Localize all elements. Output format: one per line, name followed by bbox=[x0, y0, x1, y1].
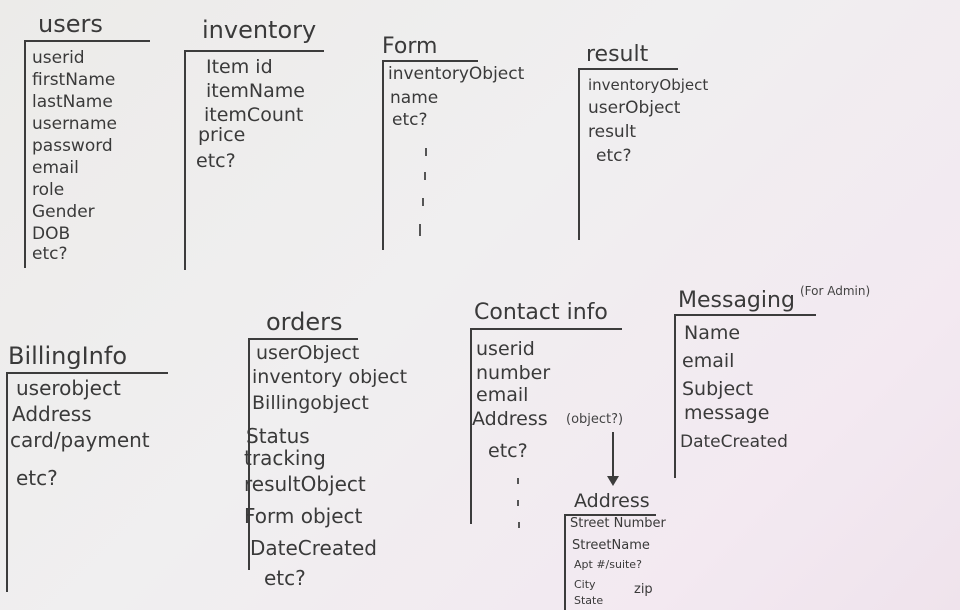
orders-underline bbox=[250, 338, 358, 340]
contact-info-field: number bbox=[476, 362, 551, 384]
users-divider bbox=[24, 40, 26, 268]
messaging-field: Name bbox=[684, 322, 741, 344]
messaging-underline bbox=[676, 314, 816, 316]
address-field-zip: zip bbox=[634, 582, 653, 597]
orders-field: inventory object bbox=[252, 366, 408, 388]
contact-info-underline bbox=[470, 328, 622, 330]
users-underline bbox=[26, 40, 150, 42]
form-underline bbox=[382, 60, 478, 62]
contact-continuation-mark bbox=[517, 478, 519, 484]
address-field: StreetName bbox=[572, 538, 650, 553]
result-field: userObject bbox=[588, 98, 681, 118]
billing-info-underline bbox=[8, 372, 168, 374]
contact-info-field: Address bbox=[472, 408, 548, 430]
messaging-field: message bbox=[684, 402, 770, 424]
orders-field: Form object bbox=[244, 504, 363, 528]
messaging-field: email bbox=[682, 350, 735, 372]
messaging-title-note: (For Admin) bbox=[800, 284, 871, 298]
billing-info-field: Address bbox=[12, 402, 92, 426]
contact-info-field: email bbox=[476, 384, 529, 406]
form-field: etc? bbox=[392, 110, 428, 130]
messaging-title: Messaging bbox=[678, 288, 795, 313]
billing-info-field: userobject bbox=[16, 376, 121, 400]
form-field: name bbox=[390, 88, 439, 108]
contact-address-note: (object?) bbox=[566, 412, 624, 427]
messaging-divider bbox=[674, 314, 676, 478]
users-field: email bbox=[32, 158, 79, 178]
address-reference-arrow bbox=[612, 432, 614, 476]
users-field: Gender bbox=[32, 202, 95, 222]
inventory-divider bbox=[184, 50, 186, 270]
orders-field: etc? bbox=[264, 566, 306, 590]
address-field: Apt #/suite? bbox=[574, 558, 642, 571]
messaging-field: Subject bbox=[682, 378, 754, 400]
inventory-field: Item id bbox=[206, 56, 273, 78]
contact-info-title: Contact info bbox=[474, 300, 608, 325]
inventory-field: itemName bbox=[206, 80, 305, 102]
address-field: City bbox=[574, 578, 596, 591]
result-title: result bbox=[586, 42, 649, 67]
result-field: result bbox=[588, 122, 637, 142]
orders-divider bbox=[248, 338, 250, 570]
users-field: userid bbox=[32, 48, 85, 68]
inventory-field: etc? bbox=[196, 150, 236, 172]
form-field: inventoryObject bbox=[388, 64, 525, 84]
users-field: password bbox=[32, 136, 113, 156]
orders-field: tracking bbox=[244, 446, 326, 470]
form-continuation-mark bbox=[425, 148, 427, 156]
result-underline bbox=[580, 68, 678, 70]
contact-continuation-mark bbox=[517, 500, 519, 506]
address-divider bbox=[564, 514, 566, 610]
contact-info-field: userid bbox=[476, 338, 535, 360]
form-continuation-mark bbox=[419, 224, 421, 236]
result-field: inventoryObject bbox=[588, 76, 709, 94]
orders-field: Status bbox=[246, 424, 310, 448]
inventory-underline bbox=[186, 50, 324, 52]
users-field: etc? bbox=[32, 244, 68, 264]
inventory-title: inventory bbox=[202, 16, 317, 44]
users-field: DOB bbox=[32, 224, 71, 244]
orders-field: DateCreated bbox=[250, 536, 377, 560]
contact-info-divider bbox=[470, 328, 472, 524]
billing-info-title: BillingInfo bbox=[8, 342, 128, 370]
orders-field: Billingobject bbox=[252, 392, 369, 414]
inventory-field: price bbox=[198, 124, 246, 146]
users-field: firstName bbox=[32, 70, 116, 90]
users-field: role bbox=[32, 180, 65, 200]
users-title: users bbox=[38, 10, 103, 38]
billing-info-divider bbox=[6, 372, 8, 592]
address-title: Address bbox=[574, 490, 650, 512]
address-field: Street Number bbox=[570, 516, 666, 531]
form-divider bbox=[382, 60, 384, 250]
contact-continuation-mark bbox=[518, 522, 520, 528]
address-field: State bbox=[574, 594, 604, 607]
users-field: username bbox=[32, 114, 117, 134]
contact-info-field: etc? bbox=[488, 440, 528, 462]
billing-info-field: card/payment bbox=[10, 428, 150, 452]
form-continuation-mark bbox=[422, 198, 424, 206]
messaging-field: DateCreated bbox=[680, 432, 788, 452]
orders-title: orders bbox=[266, 308, 343, 336]
orders-field: resultObject bbox=[244, 472, 366, 496]
result-field: etc? bbox=[596, 146, 632, 166]
form-title: Form bbox=[382, 34, 438, 59]
inventory-field: itemCount bbox=[204, 104, 304, 126]
arrow-head-icon bbox=[607, 476, 619, 486]
form-continuation-mark bbox=[424, 172, 426, 180]
billing-info-field: etc? bbox=[16, 466, 58, 490]
result-divider bbox=[578, 68, 580, 240]
orders-field: userObject bbox=[256, 342, 360, 364]
users-field: lastName bbox=[32, 92, 113, 112]
address-underline bbox=[566, 514, 656, 516]
